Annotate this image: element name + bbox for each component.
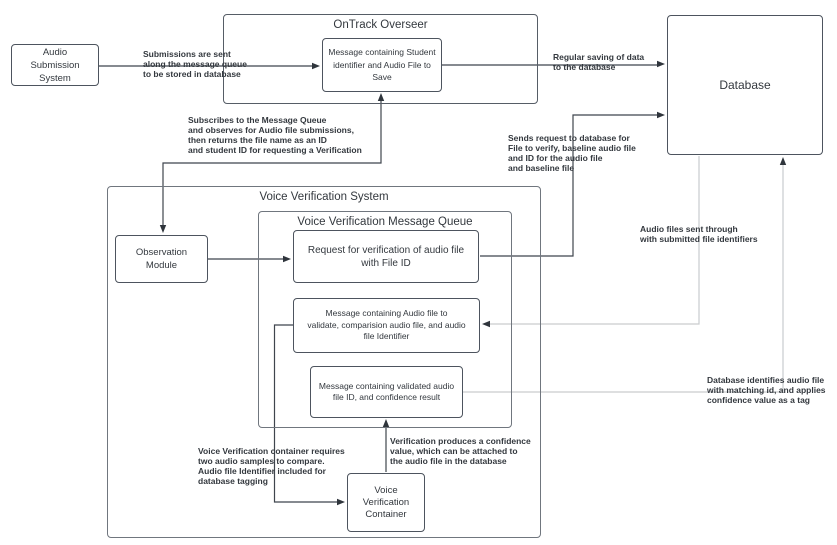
arrowhead-into-validate-box: [482, 320, 490, 328]
arrowhead-into-observation-module: [159, 225, 167, 233]
observation-module-node: Observation Module: [115, 235, 208, 283]
label-subscribes-message-queue: Subscribes to the Message Queue and obse…: [188, 115, 362, 155]
message-audio-to-validate-node: Message containing Audio file to validat…: [293, 298, 480, 353]
database-node: Database: [667, 15, 823, 155]
message-student-identifier-node: Message containing Student identifier an…: [322, 38, 442, 92]
edge-audio-files-sent-line: [489, 156, 700, 325]
label-database-identifies: Database identifies audio file with matc…: [707, 375, 826, 405]
audio-submission-system-node: Audio Submission System: [11, 44, 99, 86]
edge-sends-request-line: [480, 114, 657, 257]
arrowhead-into-vvc-box: [337, 498, 345, 506]
label-vvc-requires: Voice Verification container requires tw…: [198, 446, 345, 486]
arrowhead-into-request-box: [283, 255, 291, 263]
voice-verification-container-node: Voice Verification Container: [347, 473, 425, 532]
edge-database-identifies-line: [463, 165, 784, 393]
voice-verification-message-queue-title: Voice Verification Message Queue: [297, 216, 473, 228]
label-regular-saving: Regular saving of data to the database: [553, 52, 645, 72]
request-verification-node: Request for verification of audio file w…: [293, 230, 479, 283]
arrowhead-into-database-bottom: [779, 157, 787, 165]
arrowhead-into-database-left-top: [657, 60, 665, 68]
edge-vvc-requires-line: [273, 324, 338, 503]
label-audio-files-sent: Audio files sent through with submitted …: [640, 224, 758, 244]
label-submissions-sent: Submissions are sent along the message q…: [143, 49, 247, 79]
arrowhead-into-message-student-left: [312, 62, 320, 70]
ontrack-overseer-title: OnTrack Overseer: [333, 19, 428, 31]
label-verification-produces: Verification produces a confidence value…: [390, 436, 531, 466]
voice-verification-system-container: Voice Verification System: [107, 186, 541, 538]
arrowhead-into-validated-box: [382, 419, 390, 427]
voice-verification-system-title: Voice Verification System: [259, 191, 389, 203]
ontrack-overseer-container: OnTrack Overseer: [223, 14, 538, 104]
arrowhead-into-database-left-mid: [657, 111, 665, 119]
edge-subscribes-line: [162, 100, 382, 226]
voice-verification-message-queue-container: Voice Verification Message Queue: [258, 211, 512, 428]
label-sends-request: Sends request to database for File to ve…: [508, 133, 636, 173]
message-validated-result-node: Message containing validated audio file …: [310, 366, 463, 418]
arrowhead-into-message-student-bottom: [377, 93, 385, 101]
